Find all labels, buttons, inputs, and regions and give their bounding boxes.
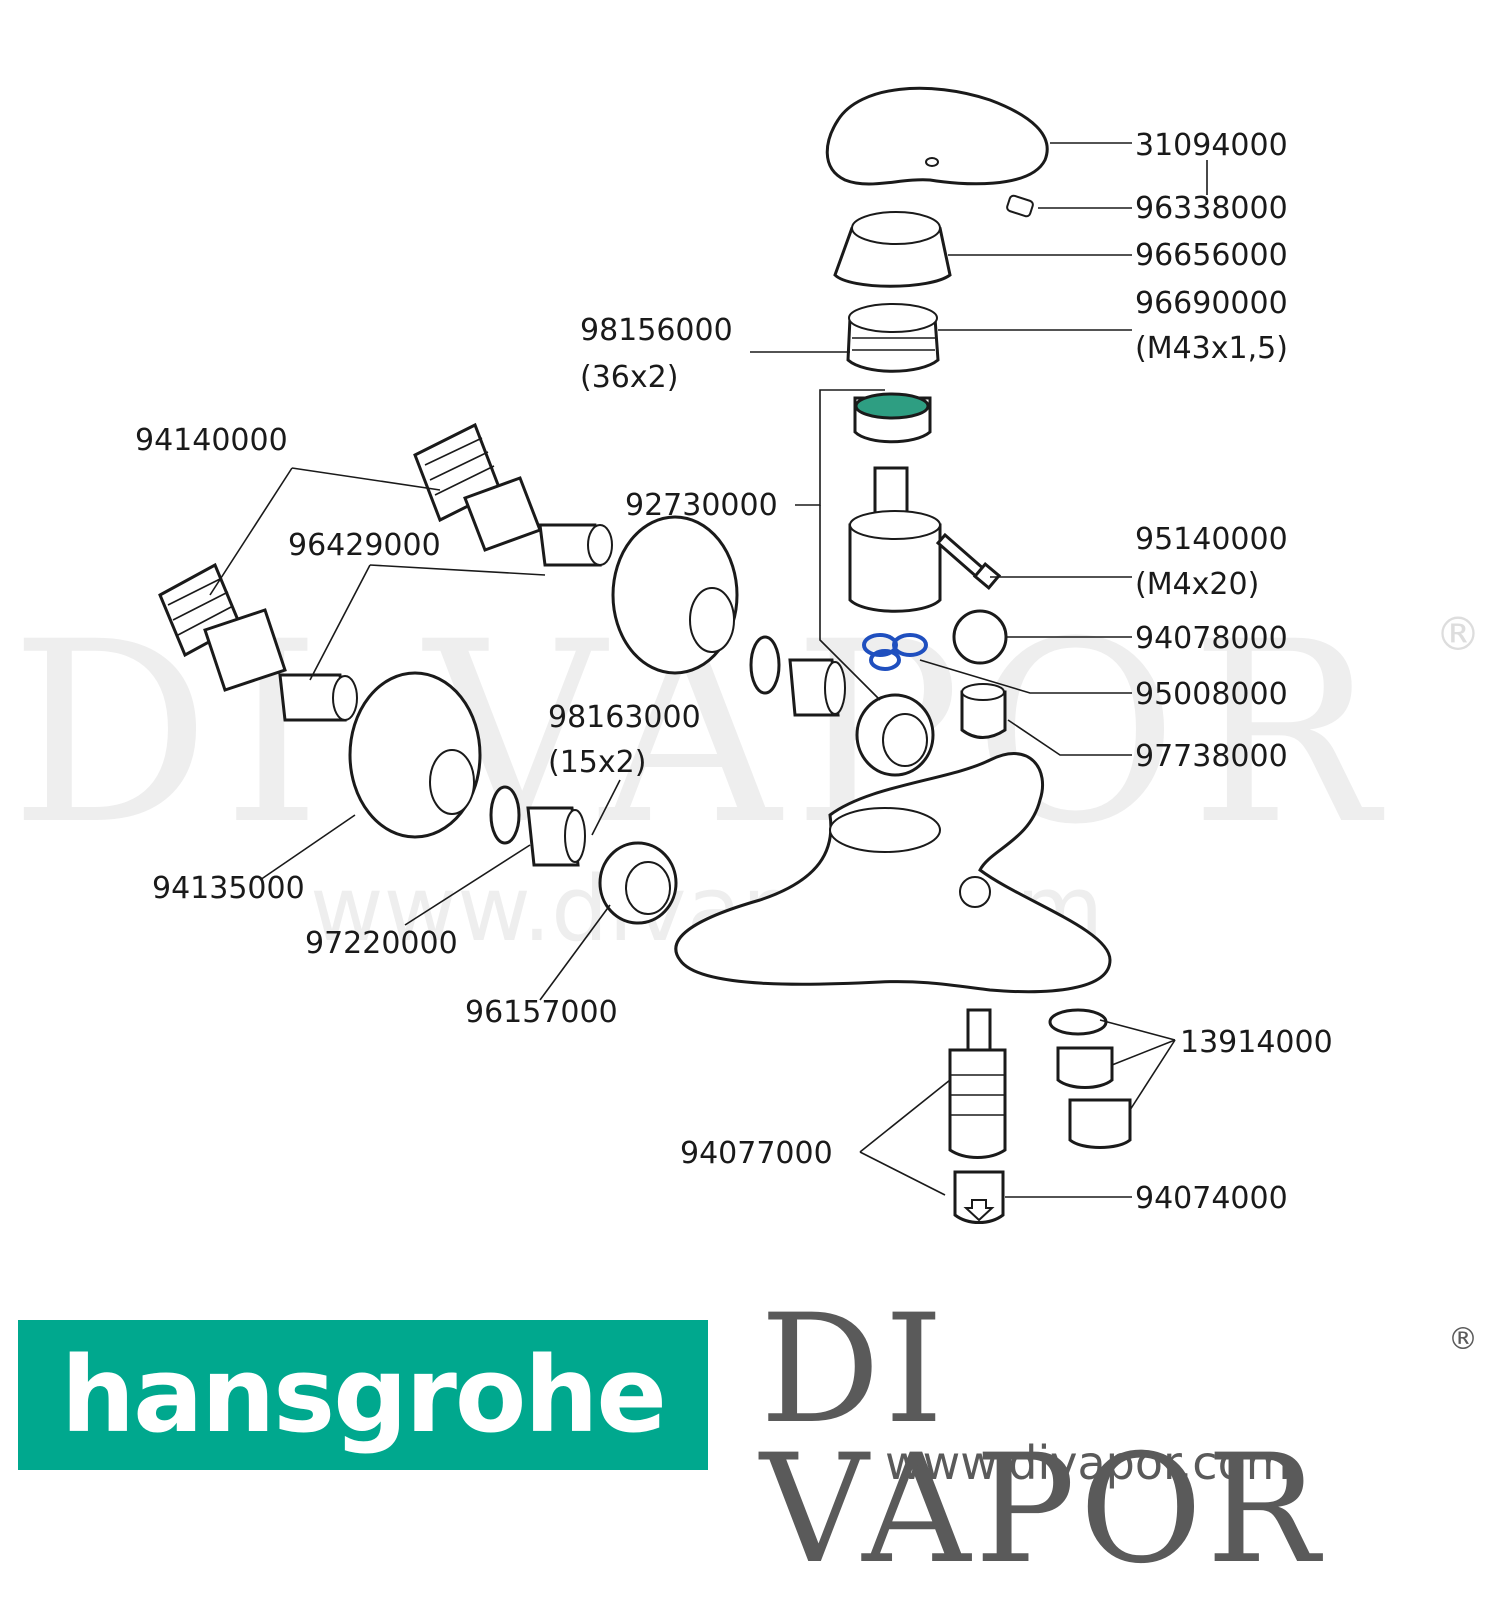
cover-flange-upper: [611, 515, 739, 675]
diverter-cartridge: [948, 1008, 1007, 1159]
part-label-94077000: 94077000: [680, 1136, 833, 1171]
o-ring-set: [862, 633, 928, 671]
part-label-94078000: 94078000: [1135, 621, 1288, 656]
part-labels: 31094000 96338000 96656000 96690000 (M43…: [135, 128, 1333, 1216]
set-screw: [1006, 194, 1034, 218]
eccentric-connector-upper: [413, 422, 542, 552]
cartridge-seal-ring: [853, 392, 932, 444]
union-nut-upper: [855, 693, 935, 777]
cover-cap: [833, 211, 952, 288]
part-label-92730000: 92730000: [625, 488, 778, 523]
adapter-upper: [788, 658, 846, 717]
cover-disc: [952, 609, 1008, 665]
part-label-97220000: 97220000: [305, 926, 458, 961]
divapor-url: www.divapor.com: [885, 1436, 1291, 1490]
seal-lower: [489, 785, 521, 845]
eccentric-connector-lower: [158, 562, 287, 692]
part-label-31094000: 31094000: [1135, 128, 1288, 163]
part-label-94074000: 94074000: [1135, 1181, 1288, 1216]
cover-flange-lower: [348, 671, 482, 839]
hansgrohe-logo-text: hansgrohe: [61, 1334, 667, 1456]
exploded-parts-diagram: DI VAPOR ® www.divapor.com: [10, 86, 1481, 1224]
part-label-96656000: 96656000: [1135, 238, 1288, 273]
diagram-canvas: DI VAPOR ® www.divapor.com: [10, 86, 1481, 1224]
threaded-nut: [846, 303, 940, 373]
seal-upper: [749, 635, 781, 695]
part-label-95008000: 95008000: [1135, 677, 1288, 712]
watermark-registered: ®: [1435, 607, 1481, 661]
adapter-lower: [526, 806, 586, 867]
part-spec-98163000: (15x2): [548, 745, 646, 780]
aerator-set: [1048, 1008, 1132, 1149]
part-spec-98156000: (36x2): [580, 360, 678, 395]
part-label-96338000: 96338000: [1135, 191, 1288, 226]
part-label-96429000: 96429000: [288, 528, 441, 563]
part-label-97738000: 97738000: [1135, 739, 1288, 774]
fixing-screw: [935, 532, 1002, 591]
part-label-13914000: 13914000: [1180, 1025, 1333, 1060]
union-nut-lower: [598, 841, 678, 925]
handle-lever: [825, 86, 1049, 186]
part-label-98156000: 98156000: [580, 313, 733, 348]
divapor-registered-mark: ®: [1448, 1322, 1478, 1357]
mixer-body: [674, 752, 1112, 994]
part-label-96157000: 96157000: [465, 995, 618, 1030]
divapor-logo: DI VAPOR: [760, 1283, 1324, 1597]
mixer-cartridge: [848, 466, 942, 613]
check-valve-lower: [278, 673, 358, 722]
part-label-98163000: 98163000: [548, 700, 701, 735]
part-spec-95140000: (M4x20): [1135, 567, 1259, 602]
part-label-95140000: 95140000: [1135, 522, 1288, 557]
hansgrohe-logo: hansgrohe: [18, 1320, 708, 1470]
bushing: [960, 683, 1007, 739]
leader-lines: [209, 142, 1208, 1198]
check-valve-upper: [538, 523, 613, 567]
part-label-94140000: 94140000: [135, 423, 288, 458]
part-spec-96690000: (M43x1,5): [1135, 331, 1288, 366]
flow-insert: [953, 1170, 1005, 1224]
part-label-94135000: 94135000: [152, 871, 305, 906]
part-label-96690000: 96690000: [1135, 286, 1288, 321]
